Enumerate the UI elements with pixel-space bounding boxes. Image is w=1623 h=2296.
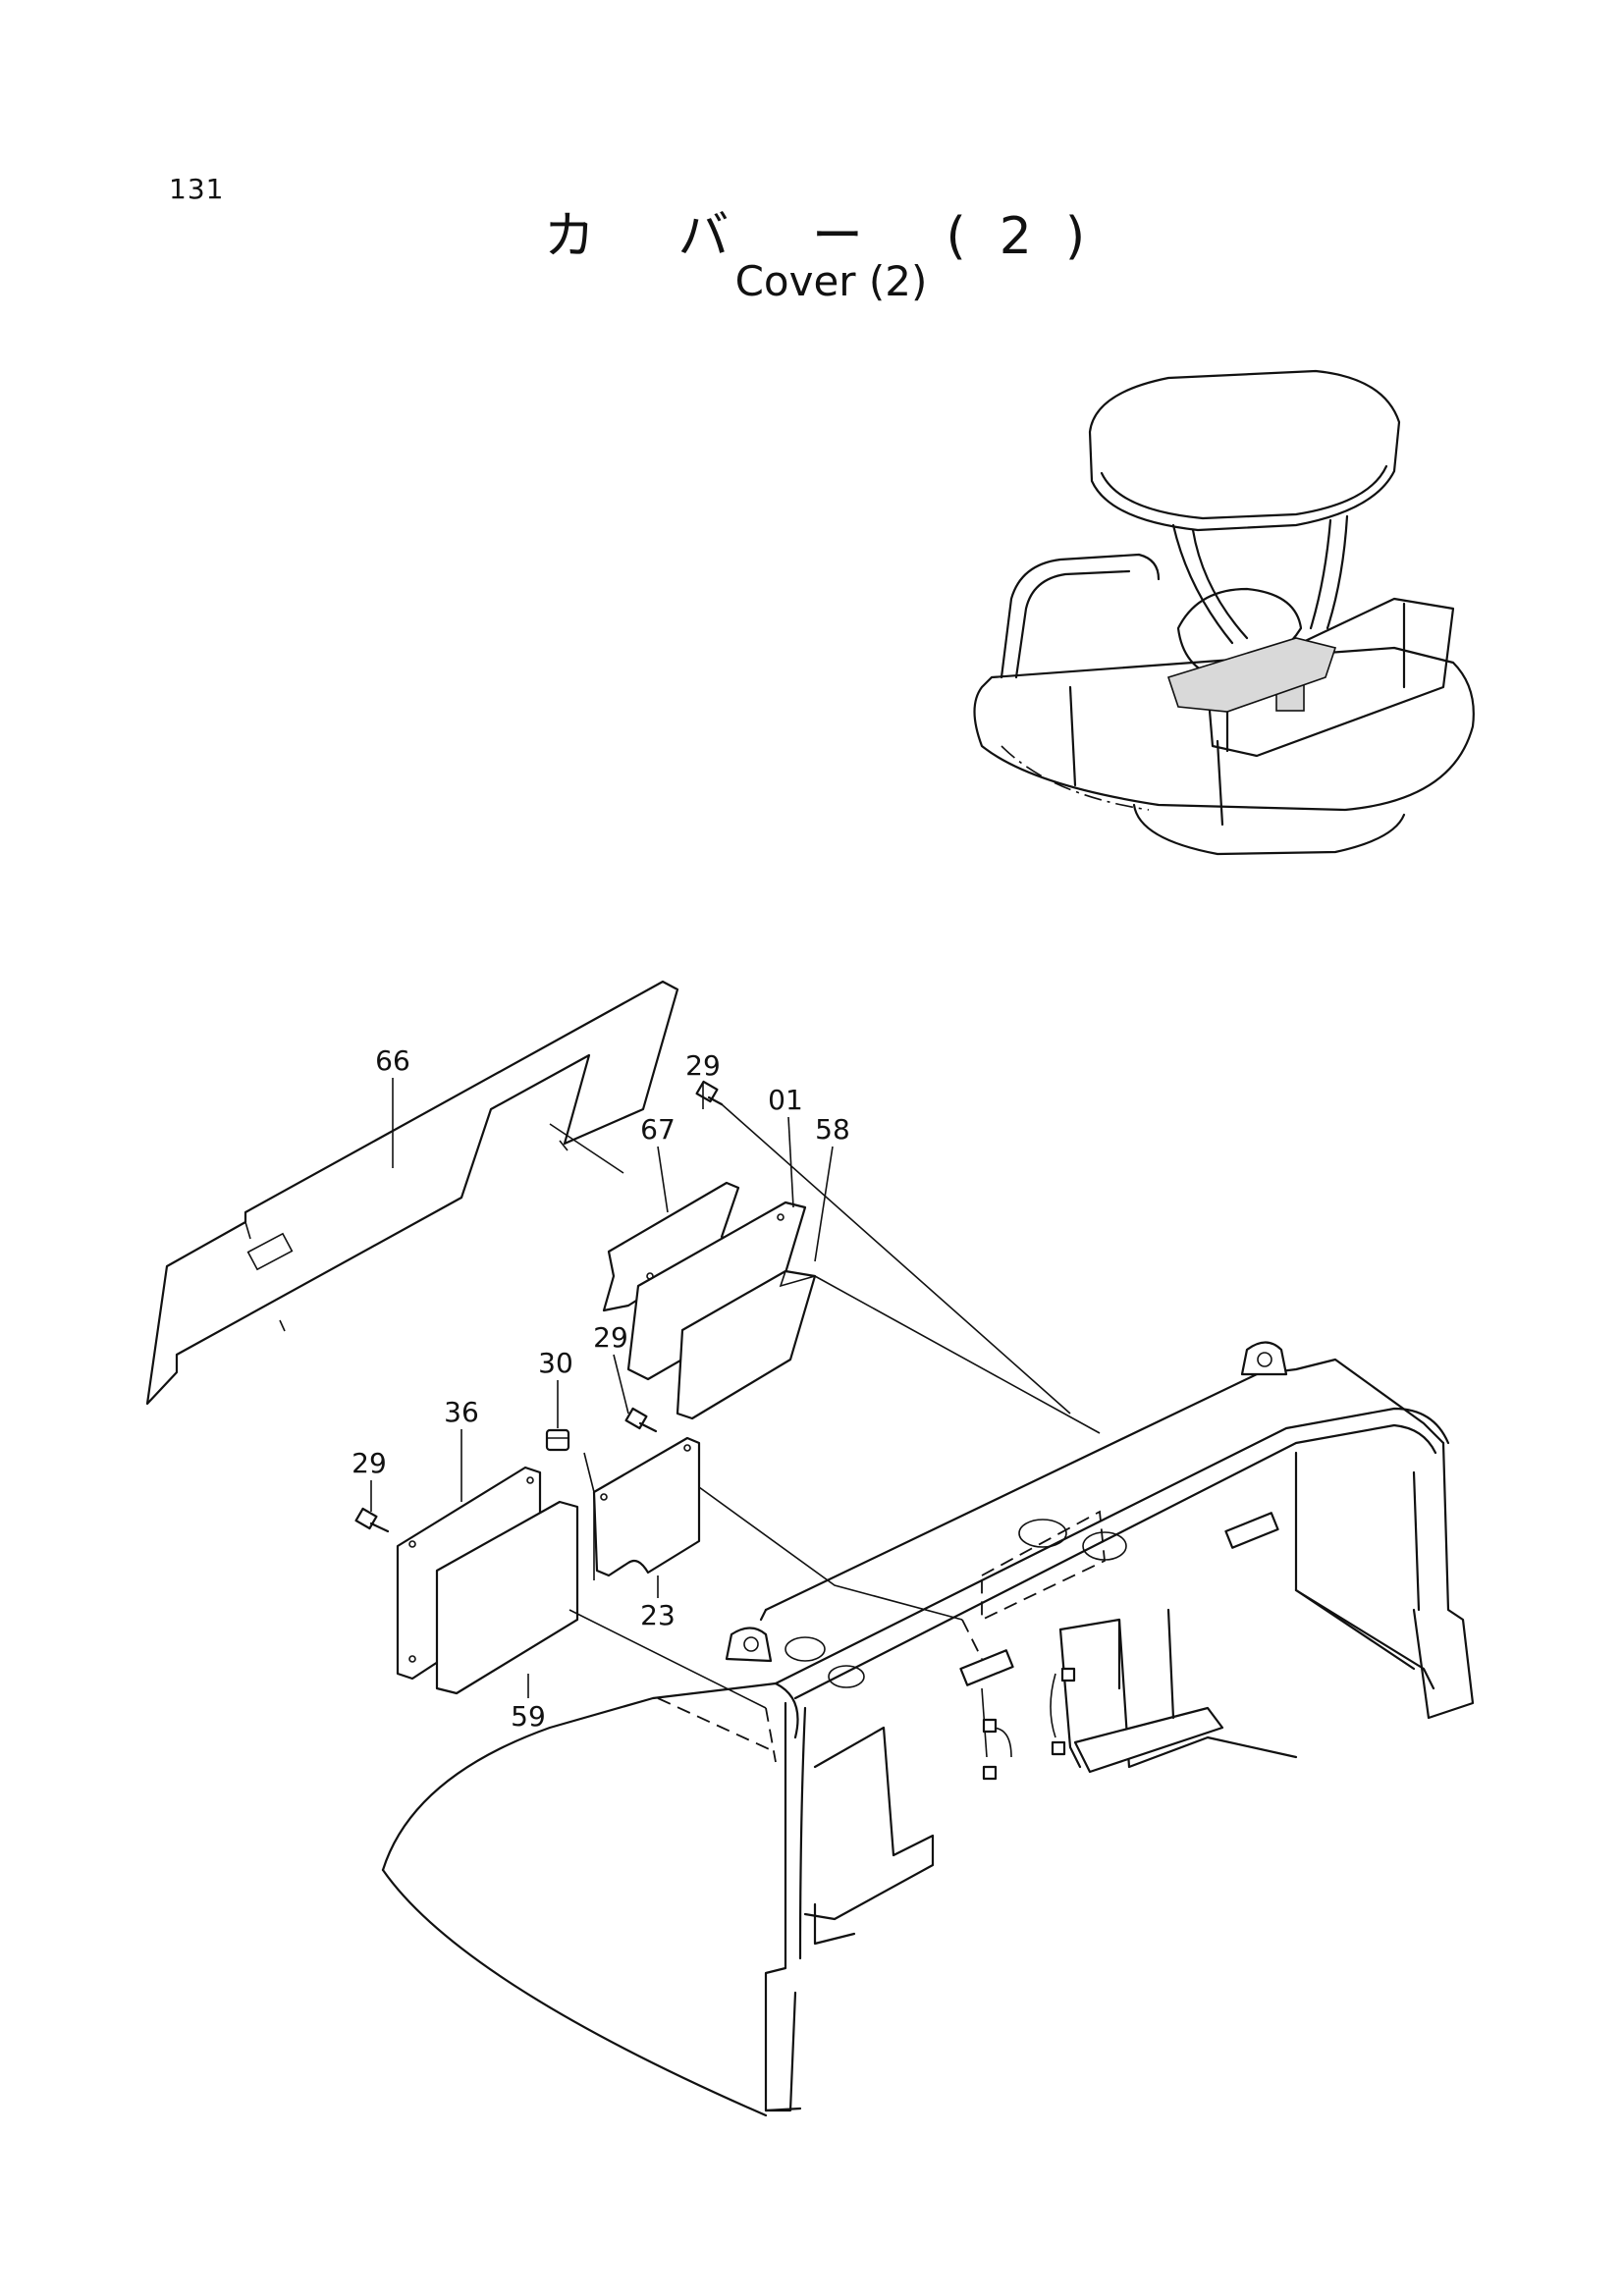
callout-59: 59 <box>511 1700 546 1733</box>
callout-67: 67 <box>640 1113 676 1146</box>
callout-66: 66 <box>375 1044 410 1077</box>
bolt-29-middle <box>624 1407 658 1433</box>
part-59-pad <box>435 1500 579 1695</box>
callout-01: 01 <box>768 1084 803 1116</box>
nut-30 <box>545 1428 570 1452</box>
main-cover-frame <box>381 1341 1475 2117</box>
bolt-29-left <box>354 1507 390 1533</box>
page-title-japanese: カ バ ー (2) <box>543 207 1119 266</box>
callout-36: 36 <box>444 1396 479 1428</box>
part-58-pad <box>676 1269 817 1420</box>
callout-58: 58 <box>815 1113 850 1146</box>
callout-23: 23 <box>640 1599 676 1631</box>
page-number: 131 <box>169 173 225 205</box>
machine-overview-illustration <box>973 369 1475 856</box>
bolt-29-top <box>695 1080 724 1106</box>
page-title-english: Cover (2) <box>734 257 928 305</box>
callout-labels: 66 29 67 01 58 29 30 36 29 23 59 <box>352 1044 850 1733</box>
part-23-plate <box>592 1436 701 1577</box>
part-66-panel <box>145 980 679 1406</box>
callout-29-top: 29 <box>685 1049 721 1082</box>
callout-29-left: 29 <box>352 1447 387 1479</box>
callout-29-middle: 29 <box>593 1321 628 1354</box>
callout-30: 30 <box>538 1347 573 1379</box>
